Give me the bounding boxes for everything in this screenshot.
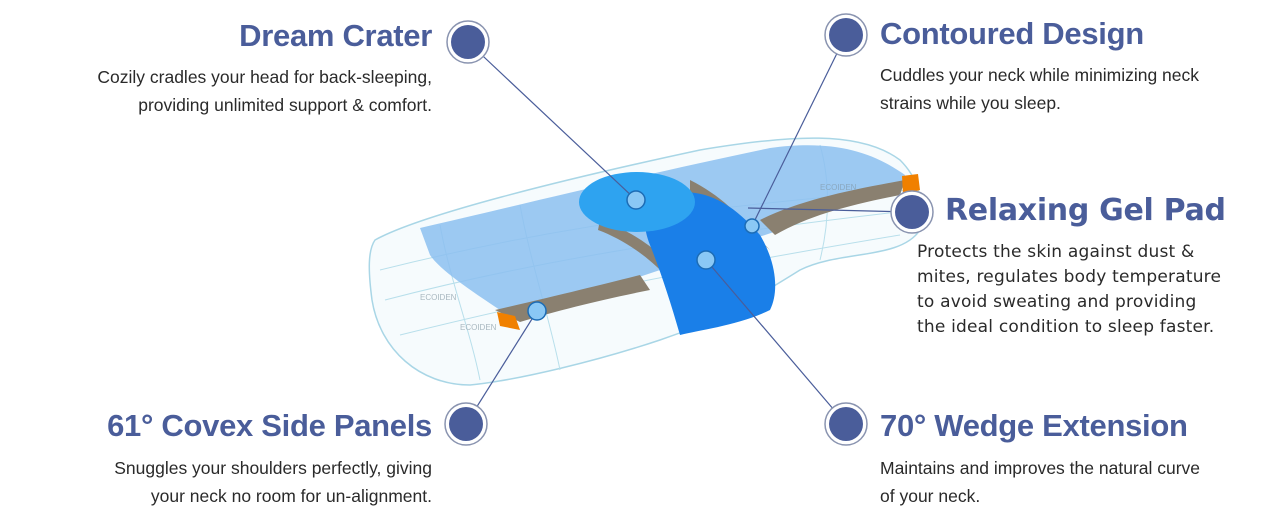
svg-text:ECOIDEN: ECOIDEN bbox=[820, 183, 857, 192]
marker-side-panel bbox=[527, 301, 547, 321]
desc-line: Snuggles your shoulders perfectly, givin… bbox=[114, 458, 432, 478]
connector-gel-pad bbox=[747, 207, 913, 213]
marker-wedge bbox=[696, 250, 716, 270]
dot-side-panels bbox=[444, 402, 488, 446]
desc-line: the ideal condition to sleep faster. bbox=[917, 317, 1215, 337]
desc-line: to avoid sweating and providing bbox=[917, 292, 1197, 312]
connector-side-panels bbox=[465, 310, 538, 425]
feature-title-contoured-design: Contoured Design bbox=[880, 16, 1144, 51]
brand-watermark: ECOIDEN bbox=[460, 323, 497, 332]
desc-line: your neck no room for un-alignment. bbox=[150, 486, 432, 506]
pillow-illustration: ECOIDEN ECOIDEN ECOIDEN bbox=[368, 137, 922, 386]
connector-wedge bbox=[705, 259, 847, 425]
desc-line: strains while you sleep. bbox=[880, 93, 1061, 113]
feature-title-side-panels: 61° Covex Side Panels bbox=[107, 408, 432, 443]
desc-line: mites, regulates body temperature bbox=[917, 267, 1222, 287]
desc-line: of your neck. bbox=[880, 486, 981, 506]
connector-lines bbox=[465, 34, 913, 425]
desc-line: Maintains and improves the natural curve bbox=[880, 458, 1201, 478]
feature-title-wedge-extension: 70° Wedge Extension bbox=[880, 408, 1188, 443]
connector-dream-crater bbox=[467, 41, 637, 201]
dot-contoured-design bbox=[824, 13, 868, 57]
feature-desc-wedge-extension: Maintains and improves the natural curve… bbox=[880, 454, 1200, 510]
feature-desc-side-panels: Snuggles your shoulders perfectly, givin… bbox=[114, 454, 432, 510]
feature-desc-dream-crater: Cozily cradles your head for back-sleepi… bbox=[97, 63, 432, 119]
feature-desc-contoured-design: Cuddles your neck while minimizing neck … bbox=[880, 61, 1199, 117]
pillow-markers bbox=[527, 190, 760, 321]
desc-line: providing unlimited support & comfort. bbox=[138, 95, 432, 115]
marker-contoured bbox=[744, 218, 760, 234]
desc-line: Protects the skin against dust & bbox=[917, 242, 1195, 262]
callout-dots bbox=[444, 13, 934, 446]
dot-dream-crater bbox=[446, 20, 490, 64]
dot-wedge bbox=[824, 402, 868, 446]
svg-text:ECOIDEN: ECOIDEN bbox=[420, 293, 457, 302]
dot-gel-pad bbox=[890, 190, 934, 234]
desc-line: Cuddles your neck while minimizing neck bbox=[880, 65, 1200, 85]
feature-desc-gel-pad: Protects the skin against dust & mites, … bbox=[917, 240, 1221, 340]
desc-line: Cozily cradles your head for back-sleepi… bbox=[97, 67, 432, 87]
marker-dream-crater bbox=[626, 190, 646, 210]
connector-contoured-design bbox=[751, 34, 847, 227]
feature-title-dream-crater: Dream Crater bbox=[239, 18, 432, 53]
feature-title-gel-pad: Relaxing Gel Pad bbox=[945, 193, 1226, 228]
